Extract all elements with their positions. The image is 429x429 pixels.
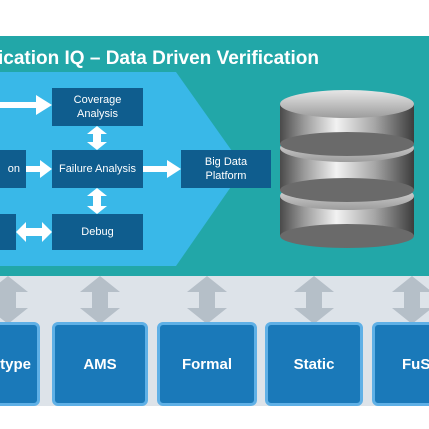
database-disk-top	[280, 90, 414, 156]
database-icon	[280, 90, 414, 248]
left-partial-box-2	[0, 214, 16, 250]
double-arrow-icon-2	[80, 276, 120, 324]
arrow-up-down-shape	[87, 126, 107, 150]
diagram-title: ication IQ – Data Driven Verification	[0, 48, 319, 69]
arrow-to-bigdata-icon	[143, 160, 181, 178]
tool-label-ams: AMS	[83, 355, 117, 373]
arrow-to-coverage-shape	[0, 95, 52, 115]
tool-box-static: Static	[265, 322, 363, 406]
arrow-up-down-icon	[87, 126, 107, 150]
arrow-to-coverage-icon	[0, 95, 52, 115]
arrow-left-right-shape	[16, 222, 52, 242]
coverage-analysis-box: Coverage Analysis	[52, 88, 143, 126]
arrow-left-right-icon	[16, 222, 52, 242]
tool-box-ams: AMS	[52, 322, 148, 406]
double-arrow-shape-2	[80, 276, 120, 324]
tool-label-fus: FuS	[402, 355, 429, 373]
double-arrow-shape-3	[187, 276, 227, 324]
coverage-analysis-label: Coverage Analysis	[73, 94, 122, 120]
double-arrow-icon-3	[187, 276, 227, 324]
left-partial-box: on	[0, 150, 26, 188]
arrow-right-shape	[26, 160, 52, 178]
double-arrow-icon-1	[0, 276, 28, 324]
double-arrow-icon-4	[294, 276, 334, 324]
tool-box-formal: Formal	[157, 322, 257, 406]
tool-label-type: type	[0, 355, 31, 373]
double-arrow-shape-4	[294, 276, 334, 324]
failure-analysis-label: Failure Analysis	[58, 163, 137, 175]
tool-label-static: Static	[293, 355, 335, 373]
arrow-right-icon	[26, 160, 52, 178]
double-arrow-shape-1	[0, 276, 28, 324]
failure-analysis-box: Failure Analysis	[52, 150, 143, 188]
left-partial-label: on	[7, 163, 20, 175]
big-data-platform-box: Big Data Platform	[181, 150, 271, 188]
debug-label: Debug	[81, 226, 114, 238]
big-data-platform-label: Big Data Platform	[204, 156, 248, 182]
double-arrow-icon-5	[392, 276, 429, 324]
tool-box-type: type	[0, 322, 40, 406]
tool-box-fus: FuS	[372, 322, 429, 406]
arrow-up-down-shape-2	[87, 188, 107, 214]
debug-box: Debug	[52, 214, 143, 250]
double-arrow-shape-5	[392, 276, 429, 324]
tool-label-formal: Formal	[181, 355, 232, 373]
arrow-up-down-icon-2	[87, 188, 107, 214]
arrow-to-bigdata-shape	[143, 160, 181, 178]
